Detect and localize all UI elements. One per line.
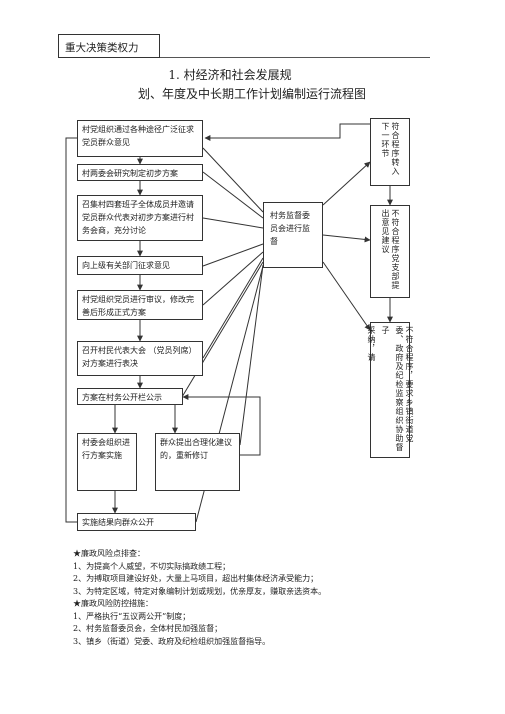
category-tag-box: 重大决策类权力 [58, 34, 160, 58]
step-text: 群众提出合理化建议的，重新修订 [160, 438, 232, 460]
feedback-arrow [182, 394, 261, 456]
risk-heading: ★廉政风险点排查： [73, 549, 145, 558]
step-implementation: 村委会组织进行方案实施 [77, 433, 137, 491]
right-box-text: 不符合程序党支部提出意见建议 [374, 209, 406, 294]
category-tag: 重大决策类权力 [65, 42, 139, 54]
risk-item: 2、为搏取项目建设好处，大量上马项目，超出村集体经济承受能力； [73, 574, 319, 583]
supervision-link [181, 261, 264, 398]
step-solicit-opinions: 村党组织通过各种途径广泛征求党员群众意见 [77, 120, 203, 157]
step-text: 召集村四套班子全体成员并邀请党员群众代表对初步方案进行村务会商，充分讨论 [82, 200, 194, 235]
right-box-column: 符合程序转入下一环节 [381, 122, 400, 176]
header-rule [160, 57, 430, 58]
control-item: 1、严格执行“五议两公开”制度； [73, 611, 191, 621]
step-text: 村党组织通过各种途径广泛征求党员群众意见 [82, 125, 194, 147]
return-arrow [204, 123, 370, 141]
supervision-link [202, 243, 264, 267]
step-party-review: 村党组织党员进行审议，修改完善后形成正式方案 [77, 290, 203, 320]
right-box-column: 采纳，请 [367, 326, 376, 362]
control-item: 3、镇乡（街道）党委、政府及纪检组织加强监督指导。 [73, 636, 271, 646]
supervision-link [202, 257, 264, 359]
right-box-text: 符合程序转入下一环节 [374, 122, 406, 182]
step-public-feedback: 群众提出合理化建议的，重新修订 [155, 433, 240, 491]
step-text: 方案在村务公开栏公示 [82, 393, 162, 402]
supervision-link [202, 147, 264, 213]
control-item: 2、村务监督委员会，全体村民加强监督； [73, 624, 223, 633]
step-result-disclosure: 实施结果向群众公开 [77, 513, 196, 531]
right-box-party-advice: 不符合程序党支部提出意见建议 [370, 205, 410, 298]
step-text: 向上级有关部门征求意见 [82, 261, 170, 270]
right-box-escalate: 不符合程序，要求乡镇街道党委、政府及纪检监察组织协助督子采纳，请 [367, 322, 414, 458]
left-bracket [65, 137, 77, 523]
supervision-to-right [322, 161, 371, 206]
right-box-text: 不符合程序，要求乡镇街道党委、政府及纪检监察组织协助督子采纳，请 [367, 326, 414, 454]
step-village-consultation: 召集村四套班子全体成员并邀请党员群众代表对初步方案进行村务会商，充分讨论 [77, 195, 203, 241]
supervision-text: 村务监督委员会进行监督 [270, 211, 310, 246]
supervision-link [202, 171, 264, 219]
supervision-to-right [322, 234, 371, 243]
step-text: 召开村民代表大会 （党员列席）对方案进行表决 [82, 346, 197, 368]
step-public-notice: 方案在村务公开栏公示 [77, 388, 183, 405]
step-text: 实施结果向群众公开 [82, 518, 154, 527]
supervision-link [239, 264, 264, 446]
risk-item: 3、为特定区域，特定对象编制计划或规划，优亲厚友，赚取亲选资本。 [73, 586, 327, 596]
risk-notes: ★廉政风险点排查： 1、为提高个人威望，不切实际搞政绩工程； 2、为搏取项目建设… [73, 548, 493, 648]
risk-item: 1、为提高个人威望，不切实际搞政绩工程； [73, 561, 231, 571]
right-box-proceed: 符合程序转入下一环节 [370, 118, 410, 186]
step-text: 村两委会研究制定初步方案 [82, 169, 178, 178]
right-box-column: 不符合程序党支部提出意见建议 [381, 209, 400, 290]
supervision-to-right [322, 261, 371, 331]
page-title-line2: 划、年度及中长期工作计划编制运行流程图 [137, 87, 366, 101]
page-title-line1: 1. 村经济和社会发展规 [168, 68, 292, 82]
control-heading: ★廉政风险防控措施： [73, 599, 153, 608]
step-consult-superiors: 向上级有关部门征求意见 [77, 256, 203, 275]
supervision-link [202, 251, 264, 306]
step-draft-plan: 村两委会研究制定初步方案 [77, 164, 203, 181]
step-text: 村委会组织进行方案实施 [82, 438, 130, 460]
right-box-column: 子 [381, 326, 390, 335]
supervision-box: 村务监督委员会进行监督 [263, 202, 323, 268]
right-box-column: 不符合程序，要求乡镇街道党委、政府及纪检监察组织协助督 [395, 326, 414, 452]
step-text: 村党组织党员进行审议，修改完善后形成正式方案 [82, 295, 194, 317]
step-representative-vote: 召开村民代表大会 （党员列席）对方案进行表决 [77, 341, 203, 376]
supervision-link [202, 217, 264, 229]
